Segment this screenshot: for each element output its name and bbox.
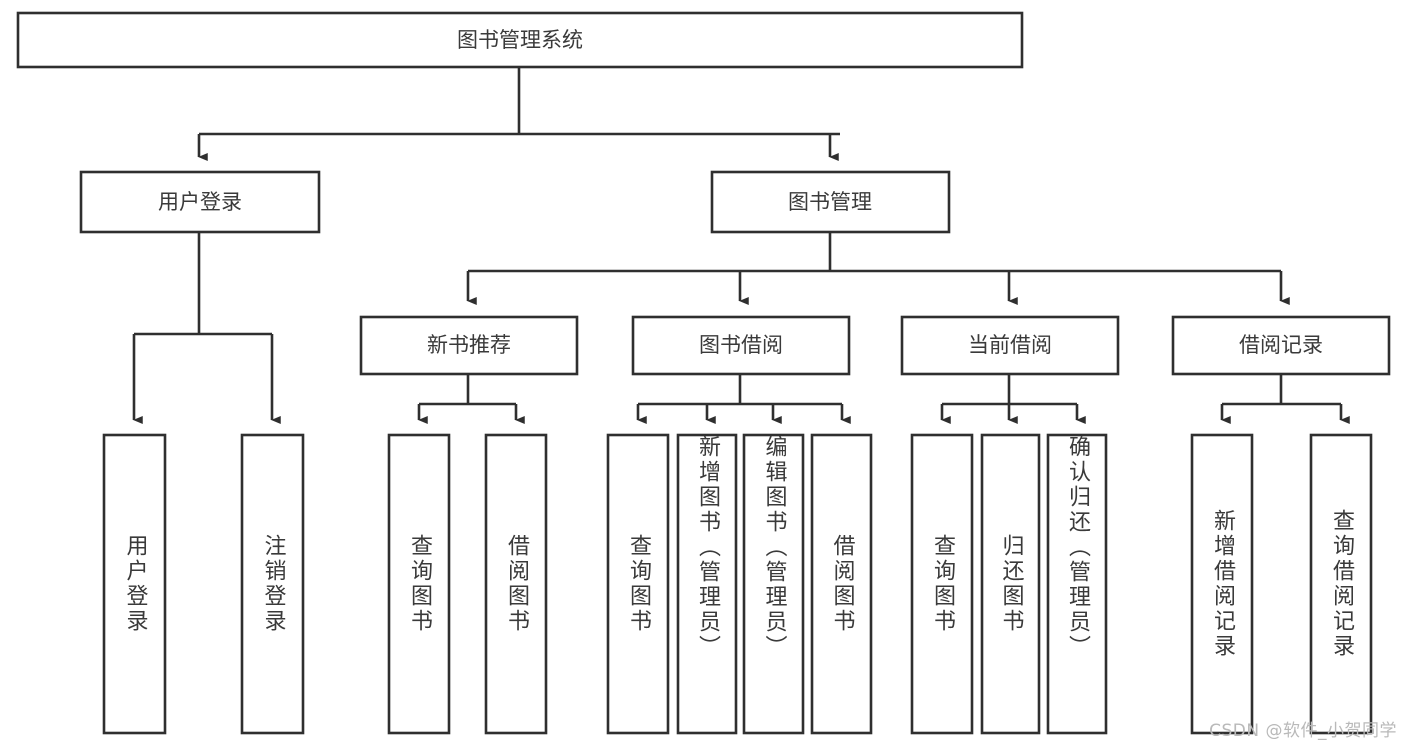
node-borrow-records[interactable]: 借阅记录 [1171, 315, 1391, 376]
connector-root-to-level2 [197, 67, 840, 161]
node-user-login-label: 用户登录 [158, 190, 242, 214]
node-book-borrow[interactable]: 图书借阅 [631, 315, 851, 376]
leaf-box-add-borrow-record[interactable] [1190, 433, 1254, 735]
connector-new-book-to-leaves [417, 374, 525, 424]
leaf-box-return-book[interactable] [980, 433, 1041, 735]
connector-user-login-to-leaves [132, 232, 281, 424]
connector-borrow-records-to-leaves [1220, 374, 1350, 424]
connector-current-borrow-to-leaves [940, 374, 1086, 424]
leaf-box-user-login[interactable] [102, 433, 167, 735]
node-current-borrow[interactable]: 当前借阅 [900, 315, 1120, 376]
connector-book-mgmt-to-level3 [466, 232, 1290, 305]
node-book-borrow-label: 图书借阅 [699, 333, 783, 357]
node-root-system[interactable]: 图书管理系统 [16, 11, 1024, 69]
watermark-text: CSDN @软件_小贺同学 [1209, 721, 1397, 741]
node-new-book-recommend-label: 新书推荐 [427, 333, 511, 357]
node-user-login[interactable]: 用户登录 [79, 170, 321, 234]
connector-book-borrow-to-leaves [636, 374, 851, 424]
leaf-box-borrow-book-rec[interactable] [484, 433, 548, 735]
leaf-box-add-book-admin[interactable] [676, 433, 738, 735]
node-book-management[interactable]: 图书管理 [710, 170, 951, 234]
leaf-box-query-book-current[interactable] [910, 433, 974, 735]
leaf-box-query-borrow-record[interactable] [1309, 433, 1373, 735]
node-book-management-label: 图书管理 [788, 190, 872, 214]
node-borrow-records-label: 借阅记录 [1239, 333, 1323, 357]
leaf-box-logout[interactable] [240, 433, 305, 735]
leaf-box-query-book-borrow[interactable] [606, 433, 670, 735]
node-current-borrow-label: 当前借阅 [968, 333, 1052, 357]
leaf-box-edit-book-admin[interactable] [742, 433, 805, 735]
node-new-book-recommend[interactable]: 新书推荐 [359, 315, 579, 376]
leaf-box-borrow-book[interactable] [810, 433, 873, 735]
leaf-box-group [102, 433, 1373, 735]
node-root-system-label: 图书管理系统 [457, 28, 583, 52]
leaf-box-query-book-rec[interactable] [387, 433, 451, 735]
leaf-box-confirm-return-admin[interactable] [1046, 433, 1108, 735]
